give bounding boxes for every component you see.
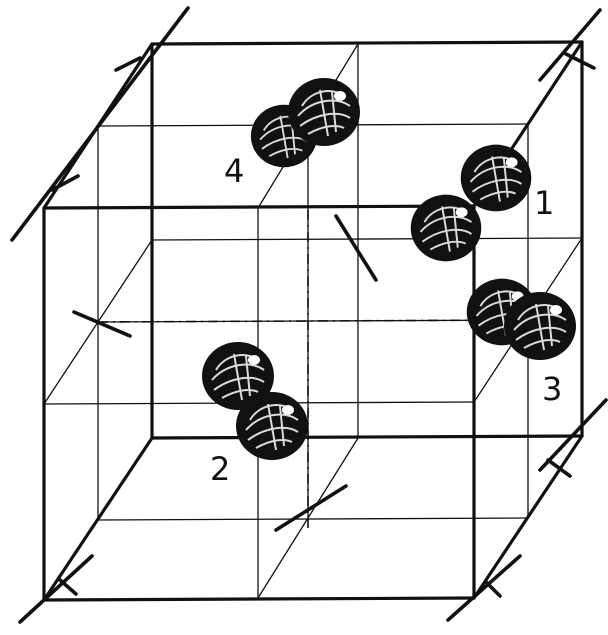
molecule-1 (409, 143, 533, 263)
molecule-2 (201, 341, 309, 461)
molecule-4 (249, 77, 361, 169)
label-3: 3 (542, 370, 562, 408)
tick-left-face-center (72, 310, 132, 338)
label-4: 4 (224, 152, 244, 190)
tick-right-lower-mark (546, 458, 572, 478)
tick-top-right-edge (538, 8, 602, 82)
tick-top-left-edge (10, 6, 190, 242)
tick-top-left-mark (114, 56, 142, 72)
labels: 4 1 3 2 (210, 152, 562, 488)
tick-bottom-left-mark (58, 578, 78, 596)
tick-bottom-face-center (274, 484, 348, 532)
tick-bottom-right-edge (446, 554, 522, 622)
axis-ticks (10, 6, 608, 624)
tick-right-lower-edge (538, 398, 608, 472)
label-2: 2 (210, 450, 230, 488)
tick-bottom-left-edge (18, 554, 94, 624)
tick-bottom-right-mark (484, 580, 502, 598)
guide-lines (97, 210, 529, 530)
tick-top-face-center (334, 214, 378, 282)
tick-left-edge-mark (50, 174, 80, 192)
molecule-3 (465, 277, 577, 361)
label-1: 1 (534, 184, 554, 222)
tick-right-mark (564, 52, 596, 70)
